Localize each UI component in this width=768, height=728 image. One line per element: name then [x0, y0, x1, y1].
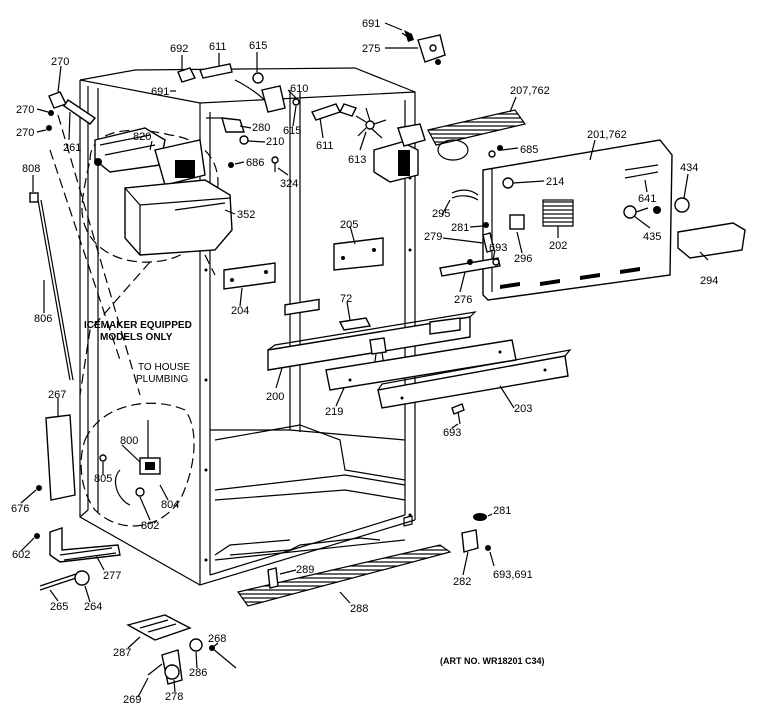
- callout-277: 277: [103, 570, 121, 582]
- callout-805: 805: [94, 473, 112, 485]
- callout-205: 205: [340, 219, 358, 231]
- callout-200: 200: [266, 391, 284, 403]
- callout-691-mid: 691: [151, 86, 169, 98]
- callout-286: 286: [189, 667, 207, 679]
- callout-641: 641: [638, 193, 656, 205]
- callout-281-b: 281: [493, 505, 511, 517]
- callout-275: 275: [362, 43, 380, 55]
- callout-278: 278: [165, 691, 183, 703]
- callout-613: 613: [348, 154, 366, 166]
- callout-282: 282: [453, 576, 471, 588]
- callout-802: 802: [141, 520, 159, 532]
- plumbing-note-line2: PLUMBING: [136, 374, 188, 385]
- callout-806: 806: [34, 313, 52, 325]
- callout-207-762: 207,762: [510, 85, 550, 97]
- callout-267: 267: [48, 389, 66, 401]
- callout-800: 800: [120, 435, 138, 447]
- callout-611-mid: 611: [316, 140, 334, 152]
- callout-261: 261: [63, 142, 81, 154]
- callout-611-top: 611: [209, 41, 227, 53]
- callout-676: 676: [11, 503, 29, 515]
- callout-279: 279: [424, 231, 442, 243]
- callout-270-c: 270: [16, 127, 34, 139]
- control-panel: [439, 139, 746, 301]
- callout-268: 268: [208, 633, 226, 645]
- callout-615-mid: 615: [283, 125, 301, 137]
- callout-295: 295: [432, 208, 450, 220]
- callout-324: 324: [280, 178, 298, 190]
- callout-691-top: 691: [362, 18, 380, 30]
- callout-203: 203: [514, 403, 532, 415]
- callout-804: 804: [161, 499, 179, 511]
- callout-615-top: 615: [249, 40, 267, 52]
- callout-820: 820: [133, 131, 151, 143]
- plumbing-note-line1: TO HOUSE: [138, 362, 190, 373]
- callout-294: 294: [700, 275, 718, 287]
- callout-692: 692: [170, 43, 188, 55]
- callout-269: 269: [123, 694, 141, 706]
- callout-210: 210: [266, 136, 284, 148]
- top-hardware: [29, 30, 527, 381]
- callout-693-b: 693: [443, 427, 461, 439]
- callout-264: 264: [84, 601, 102, 613]
- callout-352: 352: [237, 209, 255, 221]
- callout-434: 434: [680, 162, 698, 174]
- callout-288: 288: [350, 603, 368, 615]
- callout-602: 602: [12, 549, 30, 561]
- callout-204: 204: [231, 305, 249, 317]
- plumbing-outline: [80, 402, 195, 527]
- callout-686: 686: [246, 157, 264, 169]
- icemaker-note-line1: ICEMAKER EQUIPPED: [84, 320, 192, 331]
- callout-214: 214: [546, 176, 564, 188]
- callout-270-b: 270: [16, 104, 34, 116]
- callout-72: 72: [340, 293, 352, 305]
- water-valve: [99, 420, 161, 506]
- callout-296: 296: [514, 253, 532, 265]
- callout-265: 265: [50, 601, 68, 613]
- mid-hardware: [223, 237, 572, 425]
- callout-270-a: 270: [51, 56, 69, 68]
- callout-281-a: 281: [451, 222, 469, 234]
- callout-280: 280: [252, 122, 270, 134]
- callout-693-a: 693: [489, 242, 507, 254]
- icemaker-note-line2: MODELS ONLY: [100, 332, 173, 343]
- callout-808: 808: [22, 163, 40, 175]
- callout-693-691: 693,691: [493, 569, 533, 581]
- callout-202: 202: [549, 240, 567, 252]
- callout-276: 276: [454, 294, 472, 306]
- leader-lines: [20, 22, 709, 698]
- callout-219: 219: [325, 406, 343, 418]
- lower-hardware: [34, 414, 491, 685]
- callout-287: 287: [113, 647, 131, 659]
- callout-685: 685: [520, 144, 538, 156]
- icemaker-assembly: [94, 127, 233, 256]
- callout-289: 289: [296, 564, 314, 576]
- callout-435: 435: [643, 231, 661, 243]
- callout-labels: 691 275 692 611 615 691 610 207,762 270 …: [11, 18, 718, 706]
- callout-610: 610: [290, 83, 308, 95]
- art-number: (ART NO. WR18201 C34): [440, 656, 545, 666]
- callout-201-762: 201,762: [587, 129, 627, 141]
